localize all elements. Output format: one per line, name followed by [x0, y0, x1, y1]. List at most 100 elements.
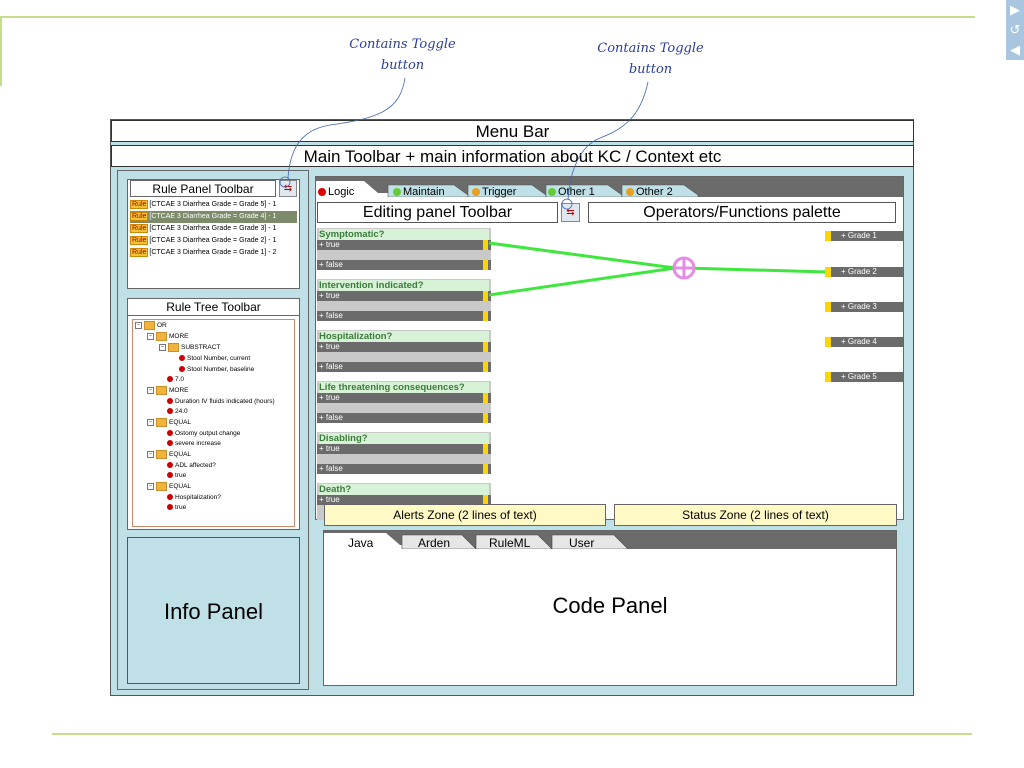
- editing-toggle-button[interactable]: ⇆: [561, 203, 580, 222]
- leaf-dot-icon: [167, 430, 173, 437]
- collapse-icon[interactable]: −: [135, 322, 142, 329]
- code-tab-ruleml[interactable]: RuleML: [489, 536, 531, 550]
- tree-node[interactable]: −EQUAL: [147, 482, 191, 491]
- condition-node[interactable]: Intervention indicated? + true + false: [317, 279, 491, 321]
- code-tab-java[interactable]: Java: [348, 536, 374, 550]
- tree-node-label: OR: [157, 322, 167, 330]
- folder-icon: [156, 332, 167, 341]
- connector-port[interactable]: [483, 495, 488, 505]
- code-panel[interactable]: [323, 530, 897, 686]
- grade-node[interactable]: + Grade 3: [825, 302, 903, 312]
- rule-panel-toggle-button[interactable]: ⇆: [279, 180, 297, 197]
- outcome-label: true: [325, 393, 340, 402]
- prev-slide-icon[interactable]: ◀: [1010, 42, 1020, 57]
- next-slide-icon[interactable]: ▶: [1010, 2, 1020, 17]
- tab-trigger[interactable]: Trigger: [472, 185, 516, 199]
- rule-list-item[interactable]: Rule[CTCAE 3 Diarrhea Grade = Grade 1] -…: [130, 247, 276, 259]
- tree-leaf[interactable]: Hospitalization?: [167, 493, 221, 502]
- condition-node[interactable]: Symptomatic? + true + false: [317, 228, 491, 270]
- rule-tree-toolbar[interactable]: Rule Tree Toolbar: [128, 299, 299, 316]
- connector-port[interactable]: [483, 291, 488, 301]
- rule-panel: Rule Panel Toolbar ⇆ Rule[CTCAE 3 Diarrh…: [127, 179, 300, 289]
- tree-node[interactable]: −EQUAL: [147, 450, 191, 459]
- connector-port[interactable]: [483, 342, 488, 352]
- outcome-false[interactable]: + false: [317, 362, 491, 372]
- rule-list-item[interactable]: Rule[CTCAE 3 Diarrhea Grade = Grade 3] -…: [130, 223, 276, 235]
- tree-node[interactable]: −MORE: [147, 386, 189, 395]
- condition-node[interactable]: Hospitalization? + true + false: [317, 330, 491, 372]
- tree-node[interactable]: − EQUAL: [147, 418, 191, 427]
- tree-leaf[interactable]: 7.0: [167, 375, 184, 384]
- tab-logic[interactable]: Logic: [318, 185, 354, 199]
- condition-title: Death?: [319, 484, 489, 495]
- tree-leaf[interactable]: true: [167, 471, 186, 480]
- grade-node[interactable]: + Grade 5: [825, 372, 903, 382]
- grade-node[interactable]: + Grade 4: [825, 337, 903, 347]
- tab-other-1[interactable]: Other 1: [548, 185, 595, 199]
- condition-node[interactable]: Disabling? + true + false: [317, 432, 491, 474]
- connector-line: [488, 241, 676, 270]
- outcome-false[interactable]: + false: [317, 311, 491, 321]
- tree-leaf[interactable]: ADL affected?: [167, 461, 216, 470]
- outcome-label: false: [325, 311, 343, 320]
- collapse-icon[interactable]: −: [159, 344, 166, 351]
- tree-leaf[interactable]: 24.0: [167, 407, 188, 416]
- connector-port[interactable]: [483, 362, 488, 372]
- collapse-icon[interactable]: −: [147, 451, 154, 458]
- left-column: [117, 170, 309, 690]
- tree-node[interactable]: − OR: [135, 321, 167, 330]
- connector-port[interactable]: [483, 311, 488, 321]
- connector-port[interactable]: [483, 464, 488, 474]
- tree-node[interactable]: −MORE: [147, 332, 189, 341]
- tree-leaf[interactable]: Stool Number, baseline: [179, 365, 254, 374]
- menu-bar[interactable]: Menu Bar: [111, 120, 914, 142]
- operators-palette[interactable]: Operators/Functions palette: [588, 202, 896, 223]
- collapse-icon[interactable]: −: [147, 387, 154, 394]
- tree-node[interactable]: −SUBSTRACT: [159, 343, 220, 352]
- tree-leaf[interactable]: severe increase: [167, 439, 221, 448]
- return-icon[interactable]: ↺: [1009, 22, 1021, 37]
- tree-leaf[interactable]: true: [167, 503, 186, 512]
- grade-label: Grade 4: [847, 337, 877, 346]
- connector-port[interactable]: [483, 393, 488, 403]
- outcome-false[interactable]: + false: [317, 464, 491, 474]
- outcome-true[interactable]: + true: [317, 444, 491, 454]
- collapse-icon[interactable]: −: [147, 419, 154, 426]
- outcome-false[interactable]: + false: [317, 413, 491, 423]
- rule-list-item[interactable]: Rule[CTCAE 3 Diarrhea Grade = Grade 2] -…: [130, 235, 276, 247]
- code-tab-arden[interactable]: Arden: [418, 536, 451, 550]
- connector-port[interactable]: [483, 444, 488, 454]
- grade-node[interactable]: + Grade 1: [825, 231, 903, 241]
- outcome-label: true: [325, 342, 340, 351]
- code-tab-user[interactable]: User: [569, 536, 595, 550]
- rule-panel-toolbar[interactable]: Rule Panel Toolbar: [130, 180, 276, 197]
- main-toolbar[interactable]: Main Toolbar + main information about KC…: [111, 145, 914, 167]
- tab-logic-shape: [316, 181, 388, 197]
- outcome-true[interactable]: + true: [317, 291, 491, 301]
- code-tab-arden-shape: [401, 534, 477, 549]
- connector-port[interactable]: [483, 260, 488, 270]
- logic-canvas[interactable]: Symptomatic? + true + false Intervention…: [317, 226, 903, 520]
- connector-port[interactable]: [483, 413, 488, 423]
- rule-list-item-selected[interactable]: Rule[CTCAE 3 Diarrhea Grade = Grade 4] -…: [130, 211, 297, 223]
- collapse-icon[interactable]: −: [147, 483, 154, 490]
- rule-list-item[interactable]: Rule[CTCAE 3 Diarrhea Grade = Grade 5] -…: [130, 199, 276, 211]
- collapse-icon[interactable]: −: [147, 333, 154, 340]
- connector-port[interactable]: [483, 240, 488, 250]
- outcome-true[interactable]: + true: [317, 342, 491, 352]
- tree-leaf[interactable]: Ostomy output change: [167, 429, 240, 438]
- tree-leaf[interactable]: Duration IV fluids indicated (hours): [167, 397, 275, 406]
- tree-node-label: Duration IV fluids indicated (hours): [175, 398, 275, 405]
- tab-other-2[interactable]: Other 2: [626, 185, 673, 199]
- editing-panel-toolbar[interactable]: Editing panel Toolbar: [317, 202, 558, 223]
- outcome-true[interactable]: + true: [317, 240, 491, 250]
- rule-tree[interactable]: −OR −MORE −SUBSTRACT Stool Number, curre…: [132, 319, 295, 527]
- tree-node-label: EQUAL: [169, 419, 192, 427]
- outcome-true[interactable]: + true: [317, 393, 491, 403]
- condition-node[interactable]: Life threatening consequences? + true + …: [317, 381, 491, 423]
- outcome-true[interactable]: + true: [317, 495, 491, 505]
- tree-leaf[interactable]: Stool Number, current: [179, 354, 250, 363]
- outcome-false[interactable]: + false: [317, 260, 491, 270]
- tab-maintain[interactable]: Maintain: [393, 185, 445, 199]
- grade-node[interactable]: + Grade 2: [825, 267, 903, 277]
